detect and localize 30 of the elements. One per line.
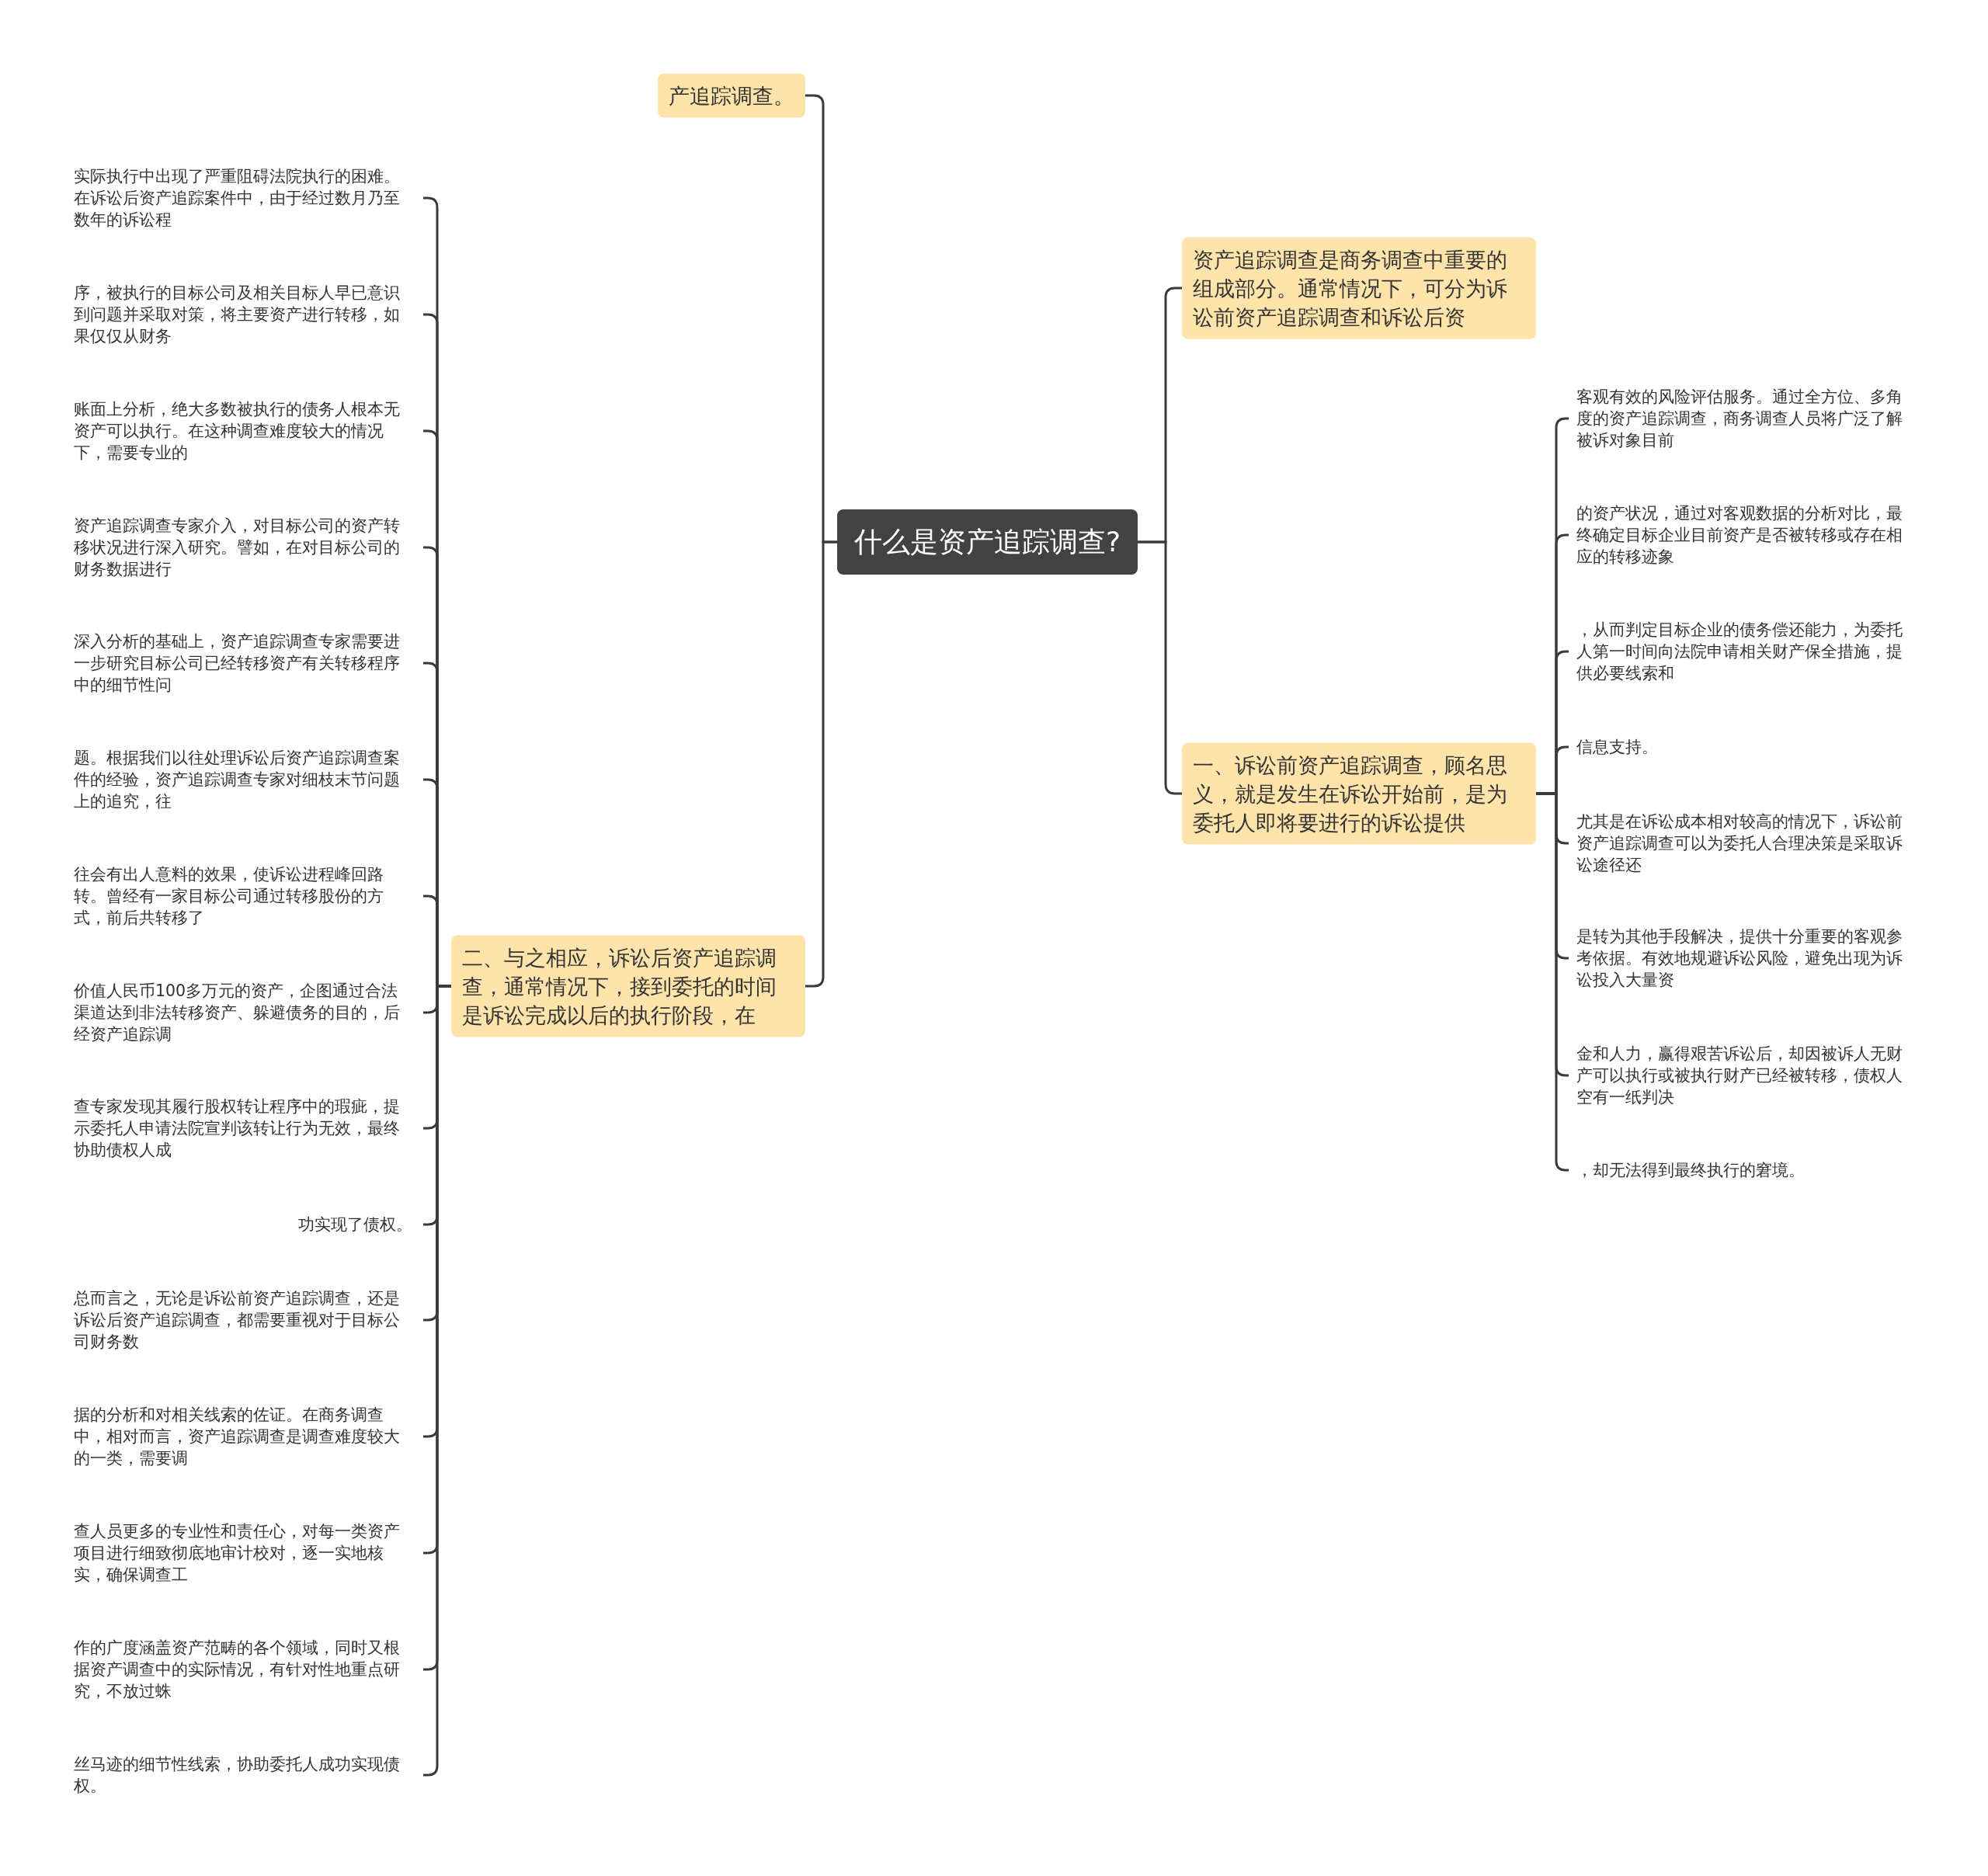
note-text: 深入分析的基础上，资产追踪调查专家需要进一步研究目标公司已经转移资产有关转移程序中的细节性问 — [74, 631, 423, 696]
note-text: 题。根据我们以往处理诉讼后资产追踪调查案件的经验，资产追踪调查专家对细枝末节问题上的追究，往 — [74, 747, 423, 812]
note-text: 客观有效的风险评估服务。通过全方位、多角度的资产追踪调查，商务调查人员将广泛了解被诉对象目前 — [1569, 386, 1918, 451]
note-text: 作的广度涵盖资产范畴的各个领域，同时又根据资产调查中的实际情况，有针对性地重点研究，不放过蛛 — [74, 1637, 423, 1702]
note-text: 价值人民币100多万元的资产，企图通过合法渠道达到非法转移资产、躲避债务的目的，后经资产追踪调 — [74, 980, 423, 1045]
note-text: 总而言之，无论是诉讼前资产追踪调查，还是诉讼后资产追踪调查，都需要重视对于目标公司财务数 — [74, 1287, 423, 1353]
note-text: 功实现了债权。 — [298, 1214, 423, 1235]
note-text: ，从而判定目标企业的债务偿还能力，为委托人第一时间向法院申请相关财产保全措施，提供必要线索和 — [1569, 619, 1918, 684]
note-text: 查人员更多的专业性和责任心，对每一类资产项目进行细致彻底地审计校对，逐一实地核实，确保调查工 — [74, 1520, 423, 1586]
note-text: 序，被执行的目标公司及相关目标人早已意识到问题并采取对策，将主要资产进行转移，如果仅仅从财务 — [74, 282, 423, 347]
note-text: 信息支持。 — [1569, 736, 1918, 758]
topic-box: 资产追踪调查是商务调查中重要的组成部分。通常情况下，可分为诉讼前资产追踪调查和诉讼后资 — [1182, 237, 1536, 339]
topic-box: 二、与之相应，诉讼后资产追踪调查，通常情况下，接到委托的时间是诉讼完成以后的执行阶段，在 — [451, 935, 805, 1037]
topic-box: 产追踪调查。 — [658, 73, 805, 118]
topic-box: 什么是资产追踪调查? — [837, 509, 1138, 575]
note-text: 的资产状况，通过对客观数据的分析对比，最终确定目标企业目前资产是否被转移或存在相应的转移迹象 — [1569, 502, 1918, 568]
note-text: 金和人力，赢得艰苦诉讼后，却因被诉人无财产可以执行或被执行财产已经被转移，债权人空有一纸判决 — [1569, 1043, 1918, 1108]
note-text: 账面上分析，绝大多数被执行的债务人根本无资产可以执行。在这种调查难度较大的情况下，需要专业的 — [74, 398, 423, 464]
connector-line — [805, 540, 837, 988]
topic-box: 一、诉讼前资产追踪调查，顾名思义，就是发生在诉讼开始前，是为委托人即将要进行的诉讼提供 — [1182, 742, 1536, 845]
note-text: ，却无法得到最终执行的窘境。 — [1569, 1159, 1918, 1181]
note-text: 资产追踪调查专家介入，对目标公司的资产转移状况进行深入研究。譬如，在对目标公司的财务数据进行 — [74, 515, 423, 580]
note-text: 据的分析和对相关线索的佐证。在商务调查中，相对而言，资产追踪调查是调查难度较大的一类，需要调 — [74, 1404, 423, 1469]
note-text: 查专家发现其履行股权转让程序中的瑕疵，提示委托人申请法院宣判该转让行为无效，最终协助债权人成 — [74, 1096, 423, 1161]
note-text: 尤其是在诉讼成本相对较高的情况下，诉讼前资产追踪调查可以为委托人合理决策是采取诉讼途径还 — [1569, 811, 1918, 876]
note-text: 丝马迹的细节性线索，协助委托人成功实现债权。 — [74, 1753, 423, 1797]
note-text: 是转为其他手段解决，提供十分重要的客观参考依据。有效地规避诉讼风险，避免出现为诉讼投入大量资 — [1569, 926, 1918, 991]
note-text: 往会有出人意料的效果，使诉讼进程峰回路转。曾经有一家目标公司通过转移股份的方式，前后共转移了 — [74, 863, 423, 929]
note-text: 实际执行中出现了严重阻碍法院执行的困难。在诉讼后资产追踪案件中，由于经过数月乃至数年的诉讼程 — [74, 165, 423, 231]
connector-line — [1138, 540, 1182, 795]
